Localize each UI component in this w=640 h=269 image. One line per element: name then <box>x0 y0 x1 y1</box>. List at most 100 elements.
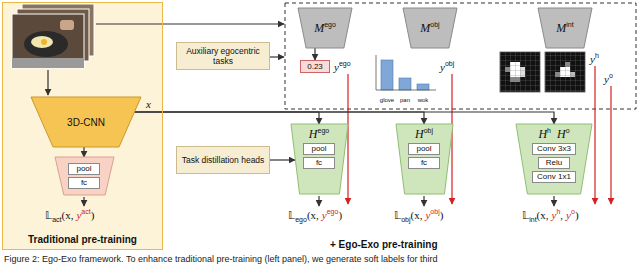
distillation-head-row: fc <box>408 156 440 170</box>
output-label-group: yego <box>334 59 351 76</box>
backbone-trapezoid-row: 3D-CNN <box>67 117 105 128</box>
loss-label-group: 𝕃int(x,yh,yo) <box>522 207 579 224</box>
dashed-group <box>285 3 636 109</box>
classifier-head-row: fc <box>68 176 100 190</box>
teacher-model-text: int <box>566 21 573 28</box>
distillation-head-row: HhHo <box>538 127 569 142</box>
bar-label: pan <box>400 93 410 107</box>
distillation-head-text: fc <box>303 157 335 169</box>
output-label-group: yobj <box>440 59 454 76</box>
flow-arrow <box>270 159 295 160</box>
loss-label: 𝕃 <box>394 209 401 223</box>
distillation-head: Hobjpoolfc <box>396 124 453 194</box>
section-title: + Ego-Exo pre-training <box>330 238 438 252</box>
panel-ground <box>2 2 163 250</box>
distillation-head-row: Conv 3x3 <box>532 142 576 156</box>
classifier-head-text: pool <box>68 163 100 175</box>
loss-label: ) <box>575 208 579 222</box>
bar-label-group: wok <box>418 90 429 107</box>
task-box-text: Task distillation heads <box>182 155 265 165</box>
flow-arrow <box>134 112 554 124</box>
loss-label: y <box>425 208 430 222</box>
task-box-row: Auxiliary egocentric tasks <box>181 46 265 66</box>
backbone-trapezoid: 3D-CNN <box>31 97 141 147</box>
loss-label: act <box>52 213 61 227</box>
distillation-head-text: o <box>566 127 570 134</box>
flow-arrow <box>314 48 315 60</box>
soft-label-arrows <box>348 66 611 204</box>
loss-label: y <box>552 208 557 222</box>
loss-label: 𝕃 <box>288 209 295 223</box>
distillation-head-row: Hobj <box>415 127 433 142</box>
output-label: o <box>609 69 613 83</box>
output-label: y <box>440 60 445 74</box>
teacher-model-row: Mego <box>314 21 336 36</box>
loss-label: ego <box>327 205 339 219</box>
score-box-text: 0.23 <box>307 62 323 72</box>
loss-label: ) <box>91 208 95 222</box>
loss-label-group: 𝕃obj(x,yobj) <box>394 207 443 224</box>
loss-label: act <box>81 205 90 219</box>
classifier-head-text: fc <box>68 177 100 189</box>
feature-label-group: x <box>146 96 151 111</box>
distillation-head-row: pool <box>408 142 440 156</box>
output-label: y <box>590 52 595 66</box>
teacher-model: Mego <box>298 8 352 48</box>
teacher-model-text: ego <box>324 21 336 28</box>
feature-label: x <box>146 97 151 111</box>
loss-label: y <box>566 208 571 222</box>
teacher-model-row: Mobj <box>420 21 439 36</box>
flow-arrow <box>134 112 424 124</box>
score-box-row: 0.23 <box>307 62 323 72</box>
loss-label: y <box>322 208 327 222</box>
distillation-head-text: ego <box>317 127 329 134</box>
distillation-head-text: pool <box>303 143 335 155</box>
output-label-group: yh <box>590 51 599 68</box>
pretraining-panel-text: Traditional pre-training <box>28 234 137 245</box>
section-title-group: + Ego-Exo pre-training <box>330 236 438 252</box>
backbone-trapezoid-text: 3D-CNN <box>67 117 105 128</box>
distillation-head-text: H <box>415 127 424 142</box>
bar-label-group: pan <box>400 90 410 107</box>
loss-label: ) <box>338 208 342 222</box>
distillation-head-text: obj <box>424 127 433 134</box>
distillation-head-text: Relu <box>538 157 570 169</box>
distillation-head-row: fc <box>303 156 335 170</box>
distillation-head-row: Hego <box>309 127 329 142</box>
distillation-head-text: Conv 3x3 <box>532 143 576 155</box>
distillation-head-text: h <box>547 127 551 134</box>
distillation-head-text: Conv 1x1 <box>532 171 576 183</box>
task-box: Auxiliary egocentric tasks <box>176 42 270 70</box>
output-label: y <box>334 60 339 74</box>
teacher-model-outline <box>298 8 352 48</box>
distillation-head-text: H <box>309 127 318 142</box>
loss-label: (x, <box>307 208 319 222</box>
input-arrow <box>96 23 284 24</box>
loss-label: y <box>76 208 81 222</box>
distillation-head: Hegopoolfc <box>291 124 348 194</box>
score-box: 0.23 <box>300 60 330 73</box>
distillation-head-row: pool <box>303 142 335 156</box>
task-box-text: Auxiliary egocentric tasks <box>181 46 265 66</box>
loss-label: (x, <box>411 208 423 222</box>
teacher-model-text: M <box>556 21 566 36</box>
distillation-head-text: pool <box>408 143 440 155</box>
teacher-model: Mobj <box>403 8 457 48</box>
distillation-head-text: fc <box>408 157 440 169</box>
teacher-model: Mint <box>538 8 592 48</box>
loss-label: o <box>571 205 575 219</box>
pretraining-panel-row: Traditional pre-training <box>28 234 137 245</box>
loss-label: int <box>529 213 536 227</box>
bar-chart <box>376 55 436 90</box>
loss-label: ego <box>295 213 307 227</box>
task-arrow <box>270 56 284 57</box>
loss-label: ) <box>440 208 444 222</box>
loss-label-group: 𝕃ego(x,yego) <box>288 207 342 224</box>
loss-arrows <box>84 196 554 206</box>
output-label: h <box>595 49 599 63</box>
loss-label: (x, <box>62 208 74 222</box>
loss-label: obj <box>401 213 410 227</box>
loss-label: obj <box>430 205 439 219</box>
loss-label: 𝕃 <box>522 209 529 223</box>
bar-label-group: glove <box>380 90 394 107</box>
